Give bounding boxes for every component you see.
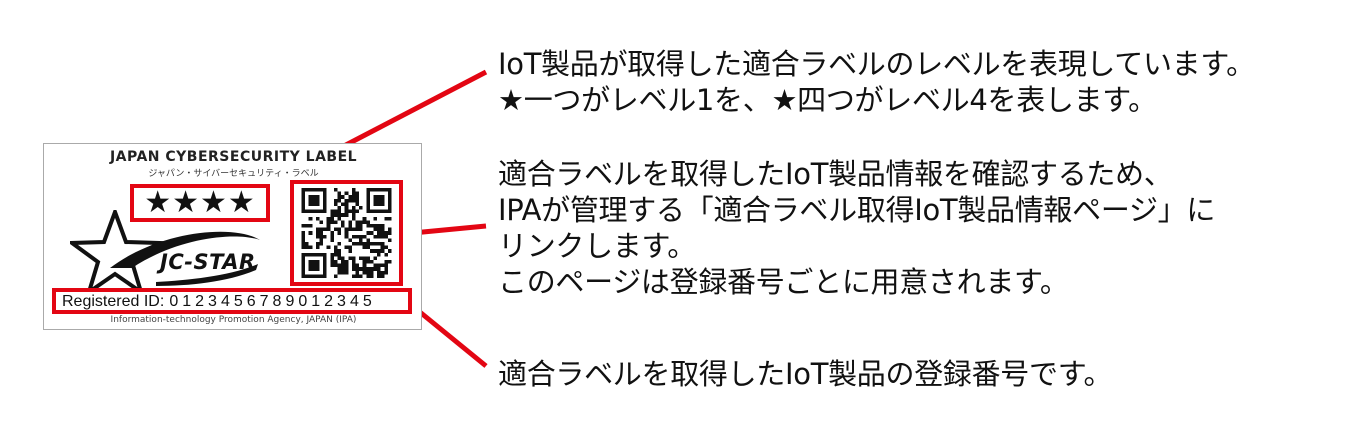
issuer-footer: Information-technology Promotion Agency,… [110, 315, 357, 325]
qr-code-icon [301, 188, 392, 278]
connector-line-registration [408, 302, 488, 368]
cybersecurity-label-card: JAPAN CYBERSECURITY LABEL ジャパン・サイバーセキュリテ… [43, 143, 422, 330]
jc-star-logo: JC-STAR [70, 210, 270, 294]
qr-code-box [290, 180, 403, 286]
qr-explanation: 適合ラベルを取得したIoT製品情報を確認するため、 IPAが管理する「適合ラベル… [498, 156, 1215, 300]
level-explanation-line: IoT製品が取得した適合ラベルのレベルを表現しています。 [498, 47, 1255, 81]
level-explanation-line: ★一つがレベル1を、★四つがレベル4を表します。 [498, 83, 1157, 117]
label-subtitle: ジャパン・サイバーセキュリティ・ラベル [148, 169, 319, 179]
security-level-stars: ★★★★ [130, 184, 270, 222]
registered-id-label: Registered ID: [62, 293, 165, 310]
qr-explanation-line: IPAが管理する「適合ラベル取得IoT製品情報ページ」に [498, 193, 1216, 227]
star-swoosh-icon [70, 210, 260, 294]
jc-star-logo-text: JC-STAR [160, 250, 256, 274]
qr-explanation-line: このページは登録番号ごとに用意されます。 [498, 265, 1069, 299]
label-title: JAPAN CYBERSECURITY LABEL [109, 149, 358, 165]
registration-explanation-line: 適合ラベルを取得したIoT製品の登録番号です。 [498, 357, 1113, 391]
registered-id-number: 0123456789012345 [169, 293, 376, 310]
registration-id-box: Registered ID: 0123456789012345 [52, 288, 412, 314]
qr-explanation-line: リンクします。 [498, 229, 697, 263]
qr-explanation-line: 適合ラベルを取得したIoT製品情報を確認するため、 [498, 157, 1173, 191]
level-explanation: IoT製品が取得した適合ラベルのレベルを表現しています。 ★一つがレベル1を、★… [498, 46, 1255, 118]
registration-explanation: 適合ラベルを取得したIoT製品の登録番号です。 [498, 356, 1113, 392]
